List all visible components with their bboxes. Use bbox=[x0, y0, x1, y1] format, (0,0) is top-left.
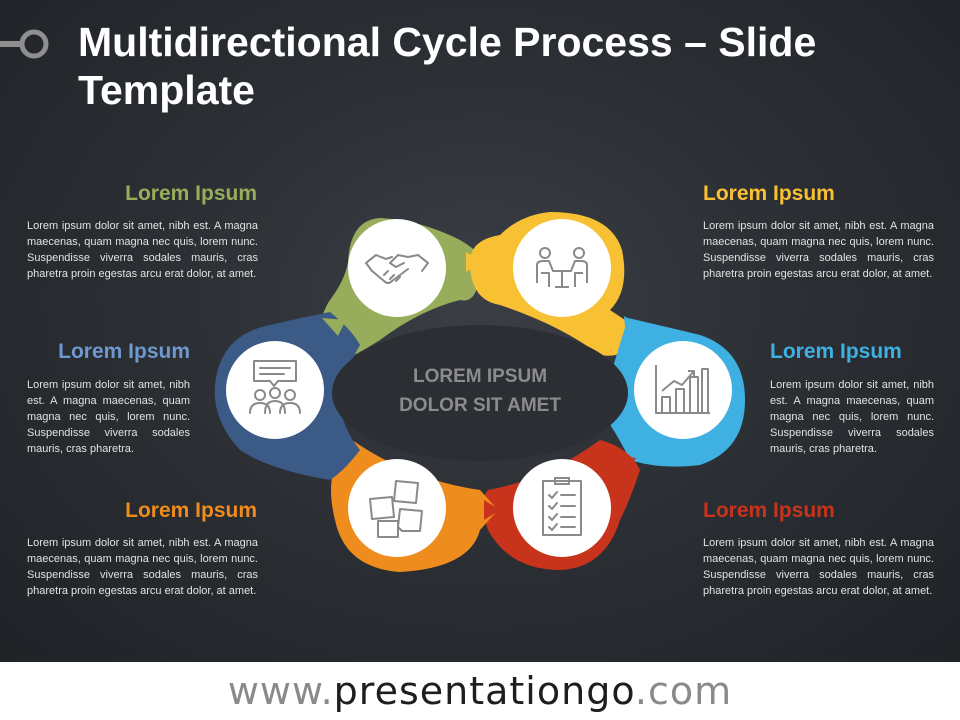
arrow-navy-green bbox=[322, 318, 346, 336]
arrow-orange-red bbox=[484, 500, 500, 520]
step-5-text: Lorem ipsum dolor sit amet, nibh est. A … bbox=[27, 537, 258, 597]
slide-title: Multidirectional Cycle Process – Slide T… bbox=[78, 19, 817, 113]
center-caption: LOREM IPSUM DOLOR SIT AMET bbox=[360, 362, 600, 420]
circle-red bbox=[513, 459, 611, 557]
step-3-text: Lorem ipsum dolor sit amet, nibh est. A … bbox=[770, 379, 934, 455]
circle-navy bbox=[226, 341, 324, 439]
center-line-2: DOLOR SIT AMET bbox=[399, 395, 561, 416]
footer-prefix: www. bbox=[227, 669, 334, 713]
arrow-sky-red bbox=[614, 455, 636, 474]
cycle-diagram bbox=[214, 212, 745, 572]
team-discussion-icon bbox=[249, 360, 301, 414]
circle-yellow bbox=[513, 219, 611, 317]
step-6-text: Lorem ipsum dolor sit amet, nibh est. A … bbox=[27, 379, 190, 455]
meeting-icon bbox=[536, 247, 588, 288]
footer-suffix: .com bbox=[634, 669, 733, 713]
arrow-yellow-sky bbox=[624, 316, 642, 338]
slide: Multidirectional Cycle Process – Slide T… bbox=[0, 0, 960, 662]
footer: www.presentationgo.com bbox=[0, 662, 960, 720]
footer-url[interactable]: www.presentationgo.com bbox=[228, 669, 732, 713]
step-2-text: Lorem ipsum dolor sit amet, nibh est. A … bbox=[703, 220, 934, 280]
step-1-text: Lorem ipsum dolor sit amet, nibh est. A … bbox=[27, 220, 258, 280]
center-line-1: LOREM IPSUM bbox=[412, 366, 548, 387]
pin-icon bbox=[0, 29, 49, 59]
step-3-heading: Lorem Ipsum bbox=[770, 340, 902, 363]
step-6-heading: Lorem Ipsum bbox=[58, 340, 190, 363]
handshake-icon bbox=[365, 254, 429, 284]
step-4-heading: Lorem Ipsum bbox=[703, 499, 835, 522]
checklist-icon bbox=[542, 477, 582, 536]
circle-green bbox=[348, 219, 446, 317]
center-shape bbox=[332, 325, 628, 461]
bar-chart-icon bbox=[655, 365, 710, 414]
step-1-heading: Lorem Ipsum bbox=[125, 182, 257, 205]
step-4-text: Lorem ipsum dolor sit amet, nibh est. A … bbox=[703, 537, 934, 597]
footer-brand: presentationgo bbox=[333, 669, 635, 713]
step-5-heading: Lorem Ipsum bbox=[125, 499, 257, 522]
circle-orange bbox=[348, 459, 446, 557]
arrow-green-yellow bbox=[466, 252, 482, 272]
arrow-orange-navy bbox=[330, 440, 352, 462]
sticky-notes-icon bbox=[369, 480, 423, 538]
step-2-heading: Lorem Ipsum bbox=[703, 182, 835, 205]
